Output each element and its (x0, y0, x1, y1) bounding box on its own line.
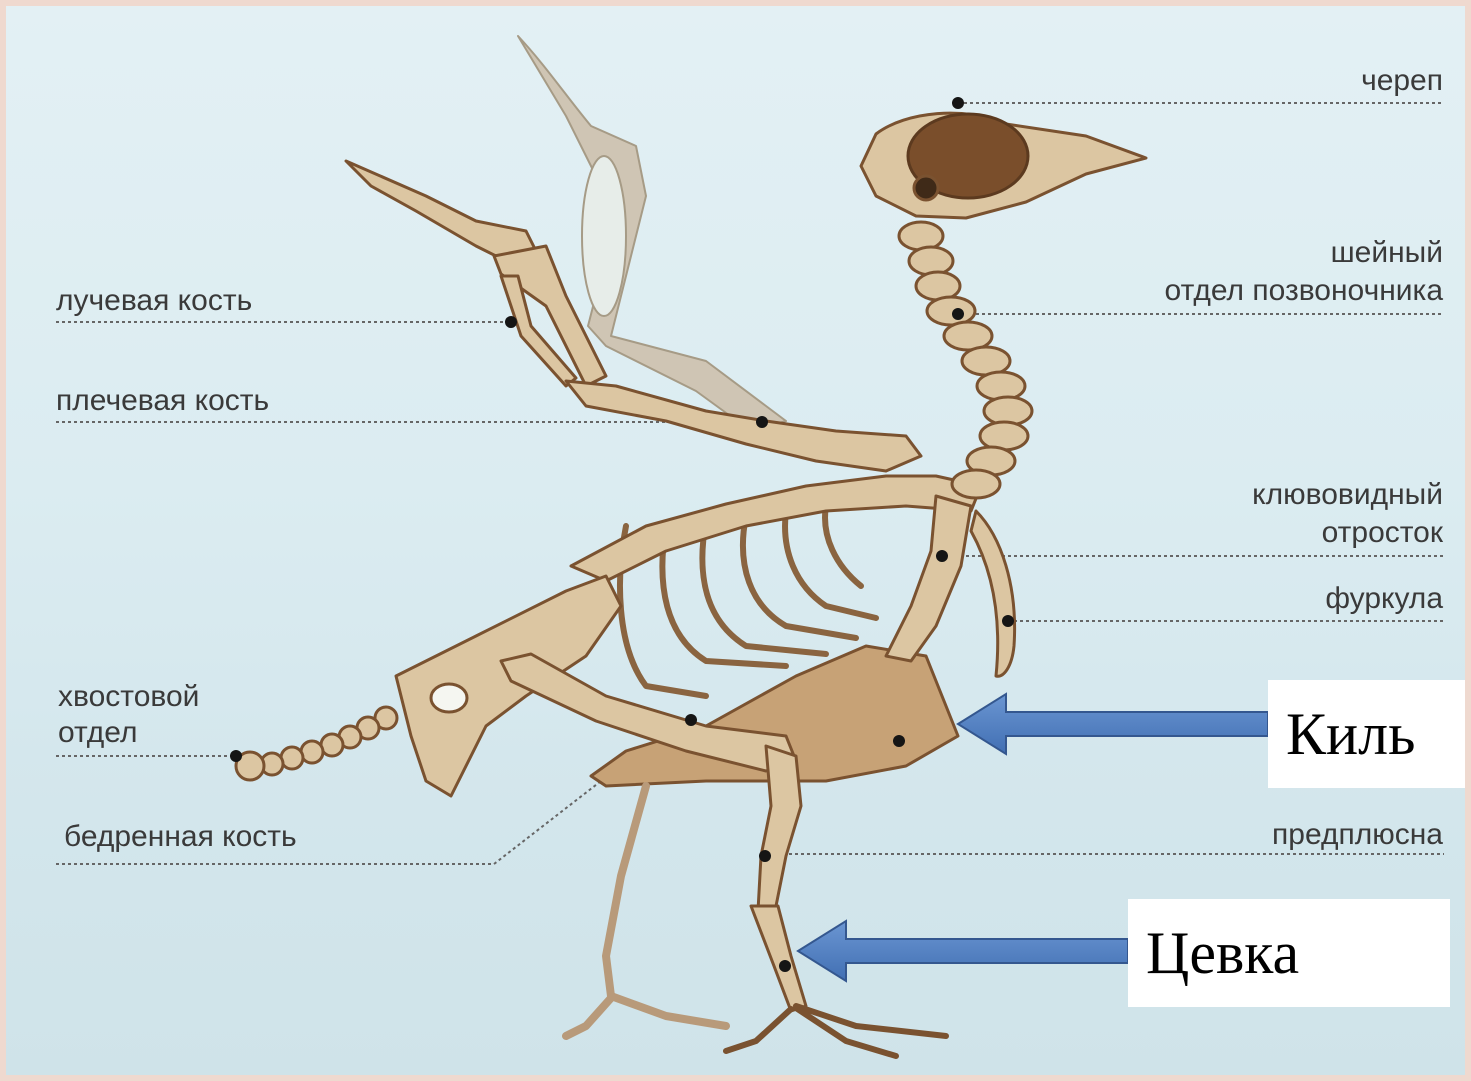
tarsometatarsus-callout: Цевка (1128, 899, 1450, 1007)
label-tail-line1: хвостовой (58, 678, 199, 716)
skeleton (236, 36, 1146, 1056)
point-tarsus (759, 850, 771, 862)
label-furcula: фуркула (1325, 580, 1443, 618)
tarsometatarsus-arrow (798, 921, 1128, 981)
label-humerus: плечевая кость (56, 382, 269, 420)
tarsometatarsus-callout-text: Цевка (1146, 919, 1299, 988)
point-skull (952, 97, 964, 109)
skull-nostril (914, 176, 938, 200)
label-tail-line2: отдел (58, 714, 137, 752)
label-radius: лучевая кость (56, 282, 252, 320)
near-foot (726, 1006, 946, 1056)
label-skull: череп (1361, 62, 1443, 100)
keel-callout-text: Киль (1286, 700, 1415, 769)
point-keel (893, 735, 905, 747)
point-radius (505, 316, 517, 328)
coracoid (886, 496, 971, 661)
tail-vertebrae (236, 707, 397, 780)
far-leg (566, 786, 726, 1036)
point-tarsometatarsus (779, 960, 791, 972)
label-coracoid-line1: клювовидный (1252, 476, 1443, 514)
label-cervical-line1: шейный (1331, 234, 1443, 272)
point-cervical (952, 308, 964, 320)
label-femur: бедренная кость (64, 818, 297, 856)
point-furcula (1002, 615, 1014, 627)
furcula (971, 511, 1015, 676)
label-cervical-line2: отдел позвоночника (1165, 272, 1443, 310)
pelvis-foramen (431, 684, 467, 712)
keel-callout: Киль (1268, 680, 1465, 788)
label-tarsus: предплюсна (1272, 816, 1443, 854)
diagram-frame: череп шейный отдел позвоночника лучевая … (6, 6, 1465, 1075)
tarsometatarsus (751, 906, 806, 1011)
point-humerus (756, 416, 768, 428)
keel-arrow (958, 694, 1268, 754)
label-coracoid-line2: отросток (1322, 514, 1443, 552)
point-tail (230, 750, 242, 762)
point-coracoid (936, 550, 948, 562)
point-femur (685, 714, 697, 726)
